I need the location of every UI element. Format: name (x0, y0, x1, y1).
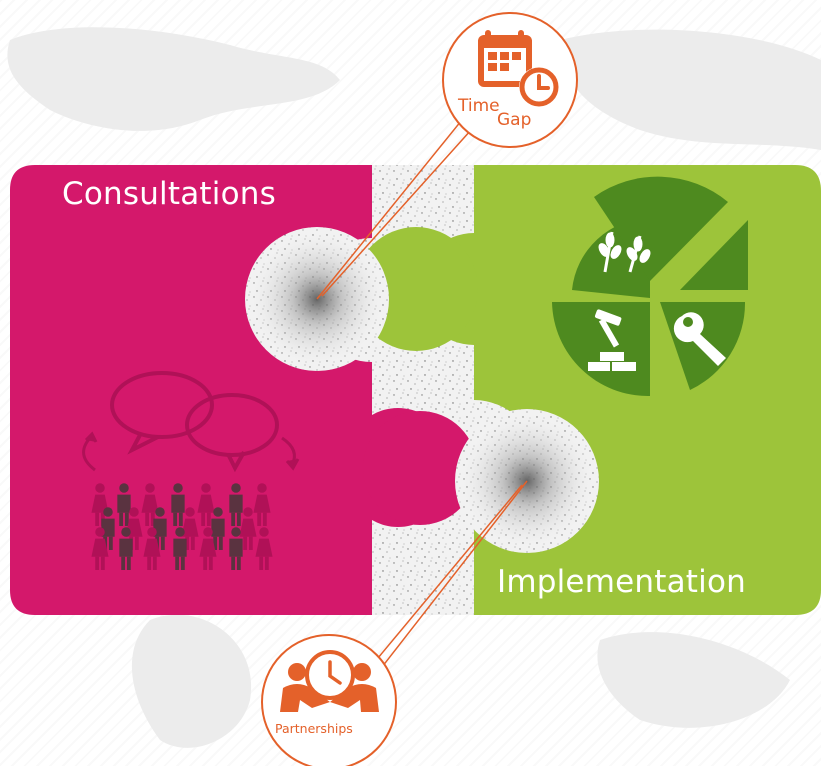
gap-label: Gap (497, 110, 532, 130)
implementation-pie-icon (552, 176, 748, 397)
world-map-shapes (7, 27, 821, 748)
speech-bubbles-icon (110, 371, 279, 473)
consultations-title: Consultations (62, 176, 276, 212)
person-figure (117, 483, 131, 526)
person-figure (229, 527, 243, 570)
consultations-piece (10, 165, 424, 615)
person-figure (211, 507, 225, 550)
handshake-clock-icon (280, 650, 379, 712)
wrench-icon (673, 312, 726, 366)
person-figure (255, 527, 273, 570)
person-figure (197, 483, 215, 526)
implementation-title: Implementation (497, 564, 746, 600)
person-figure (141, 483, 159, 526)
hammer-bricks-icon (588, 309, 636, 371)
partnerships-label: Partnerships (275, 721, 353, 736)
connector-lines (316, 109, 528, 677)
person-figure (239, 507, 257, 550)
time-label: Time (458, 96, 500, 116)
wheat-icon (598, 231, 651, 273)
person-figure (173, 527, 187, 570)
person-figure (91, 527, 109, 570)
calendar-clock-icon (478, 30, 559, 107)
person-figure (181, 507, 199, 550)
person-figure (253, 483, 271, 526)
person-figure (229, 483, 243, 526)
person-figure (171, 483, 185, 526)
cycle-arrows-icon (82, 431, 300, 472)
person-figure (199, 527, 217, 570)
people-crowd-icon (82, 371, 300, 570)
person-figure (143, 527, 161, 570)
person-figure (119, 527, 133, 570)
consultations-knob (363, 411, 477, 525)
